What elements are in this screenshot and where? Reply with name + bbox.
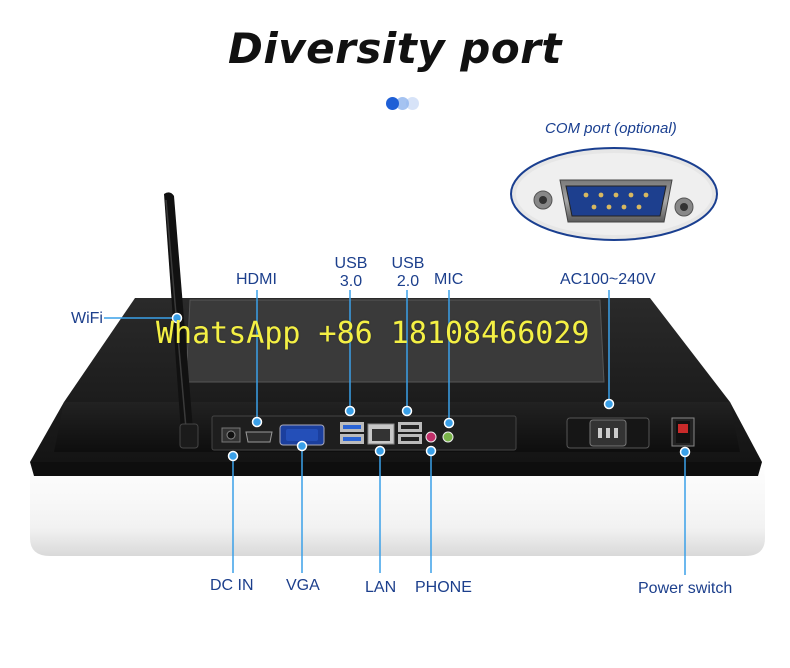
dc-in-port — [221, 427, 241, 443]
wifi-label: WiFi — [71, 310, 103, 327]
ac-power-inlet — [566, 417, 650, 449]
usb2-label-line2: 2.0 — [396, 273, 420, 290]
vga-port — [279, 424, 325, 446]
lan-port — [367, 423, 395, 445]
vga-label: VGA — [286, 577, 320, 594]
usb2-label-line1: USB — [391, 255, 425, 272]
mic-label: MIC — [434, 271, 464, 288]
lan-label: LAN — [365, 579, 397, 596]
callout-dots — [171, 312, 691, 462]
usb3-port — [340, 422, 364, 444]
com-port-inset — [510, 147, 718, 241]
page-title: Diversity port — [227, 24, 563, 73]
hdmi-label: HDMI — [236, 271, 277, 288]
power-switch-graphic — [671, 417, 695, 447]
power-switch-label: Power switch — [638, 580, 733, 597]
device-white-shell — [30, 461, 765, 556]
hdmi-port — [245, 431, 273, 443]
indicator-dot-3 — [406, 97, 419, 110]
ac-power-label: AC100~240V — [560, 271, 656, 288]
indicator-dot-2 — [396, 97, 409, 110]
whatsapp-watermark: WhatsApp +86 18108466029 — [156, 316, 590, 351]
com-port-label: COM port (optional) — [545, 120, 677, 137]
usb3-label-line2: 3.0 — [339, 273, 363, 290]
audio-jacks — [425, 431, 454, 443]
usb2-port — [398, 422, 422, 444]
phone-label: PHONE — [415, 579, 472, 596]
carousel-indicator — [386, 97, 426, 111]
dc-in-label: DC IN — [210, 577, 254, 594]
io-panel — [211, 415, 517, 451]
usb2-label: USB 2.0 — [389, 255, 427, 291]
usb3-label-line1: USB — [334, 255, 368, 272]
callout-lines — [104, 290, 686, 575]
indicator-dot-1 — [386, 97, 399, 110]
usb3-label: USB 3.0 — [332, 255, 370, 291]
